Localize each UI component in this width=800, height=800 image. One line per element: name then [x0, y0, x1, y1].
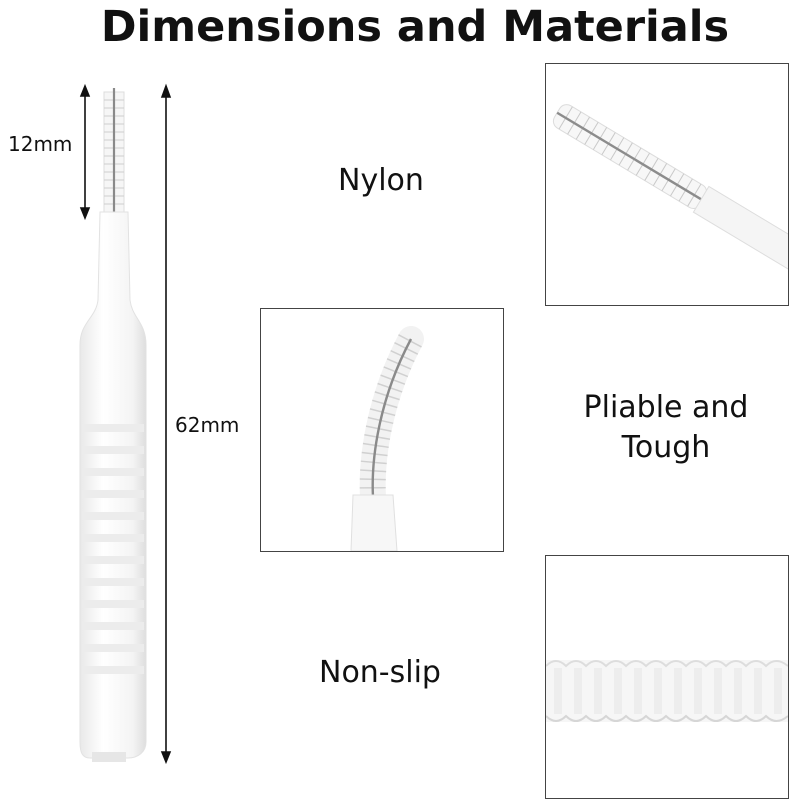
pliable-closeup-frame: [260, 308, 504, 552]
total-length-label: 62mm: [175, 413, 240, 437]
page-title: Dimensions and Materials: [100, 2, 730, 52]
arrow-up-icon: [79, 83, 91, 97]
arrow-up-icon: [160, 83, 172, 98]
grip-ridges: [82, 424, 144, 674]
feature-label-nylon: Nylon: [338, 163, 424, 198]
arrow-down-icon: [79, 207, 91, 221]
nylon-closeup-frame: [545, 63, 789, 306]
tip-length-label: 12mm: [8, 132, 73, 156]
feature-label-pliable-line1: Pliable and: [583, 390, 749, 425]
feature-label-nonslip: Non-slip: [319, 655, 441, 690]
brush-handle: [79, 211, 147, 759]
feature-label-pliable-line2: Tough: [621, 430, 711, 465]
feature-label-pliable: Pliable and Tough: [566, 388, 766, 468]
nonslip-closeup-frame: [545, 555, 789, 799]
arrow-down-icon: [160, 751, 172, 765]
nylon-closeup-image: [552, 104, 788, 286]
pliable-closeup-image: [350, 326, 424, 551]
nonslip-closeup-image: [546, 660, 788, 722]
